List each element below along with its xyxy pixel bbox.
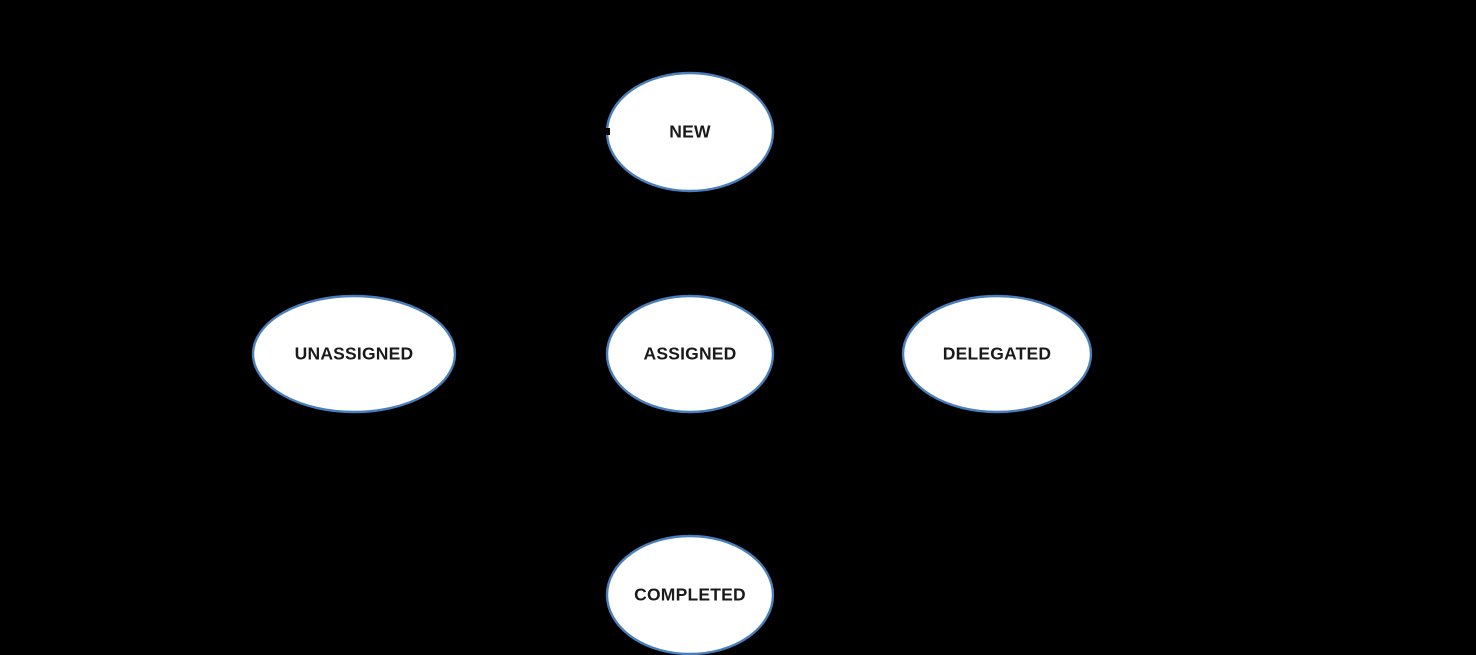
- arrowhead-assigned-to-delegated: [891, 348, 902, 360]
- node-unassigned-ellipse[interactable]: [251, 294, 457, 414]
- connector-mark-layer: [605, 128, 759, 311]
- node-assigned-ellipse[interactable]: [605, 294, 775, 414]
- arrowhead-assigned-to-unassigned: [456, 348, 467, 360]
- connector-mark-new-left: [605, 128, 610, 135]
- node-completed-label: COMPLETED: [634, 585, 746, 605]
- node-delegated-label: DELEGATED: [943, 344, 1051, 364]
- node-delegated-ellipse[interactable]: [901, 294, 1093, 414]
- arrowhead-new-to-assigned: [684, 285, 696, 296]
- node-unassigned-label: UNASSIGNED: [295, 344, 414, 364]
- node-completed-ellipse[interactable]: [605, 534, 775, 655]
- node-new-label: NEW: [669, 122, 711, 142]
- connector-mark-assigned-upper-right: [750, 305, 759, 311]
- node-completed[interactable]: COMPLETED: [605, 534, 775, 655]
- node-unassigned[interactable]: UNASSIGNED: [251, 294, 457, 414]
- node-new[interactable]: NEW: [605, 71, 775, 193]
- node-assigned[interactable]: ASSIGNED: [605, 294, 775, 414]
- arrowhead-assigned-to-completed: [684, 524, 696, 535]
- edge-layer: [456, 191, 902, 535]
- node-assigned-label: ASSIGNED: [643, 344, 736, 364]
- node-delegated[interactable]: DELEGATED: [901, 294, 1093, 414]
